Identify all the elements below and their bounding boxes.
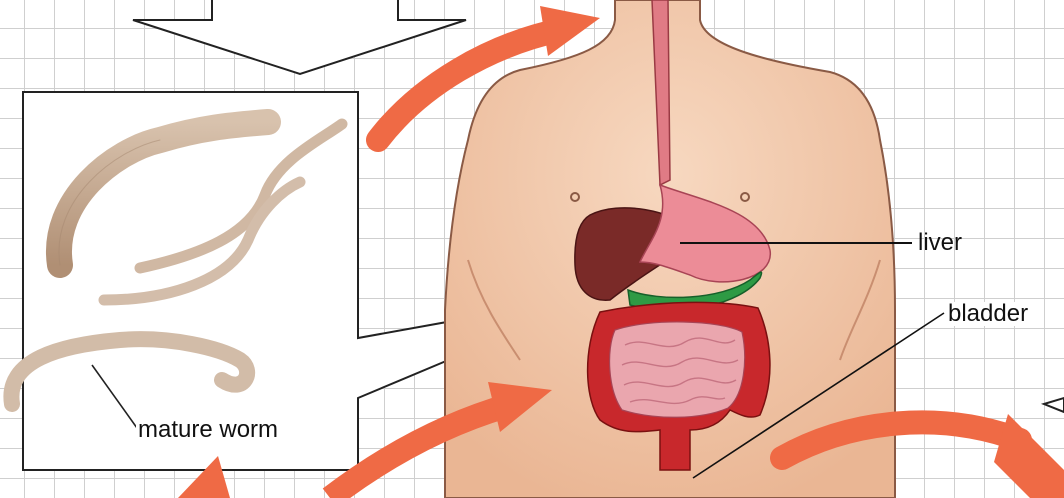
outline-arrow-right-edge <box>1044 398 1064 412</box>
mature-worm-label: mature worm <box>136 418 280 442</box>
liver-label: liver <box>918 231 962 255</box>
arrow-right-tip <box>994 414 1064 498</box>
bladder-label: bladder <box>946 302 1030 326</box>
worm-inset-box <box>23 92 458 470</box>
downward-outline-arrow <box>133 0 466 74</box>
